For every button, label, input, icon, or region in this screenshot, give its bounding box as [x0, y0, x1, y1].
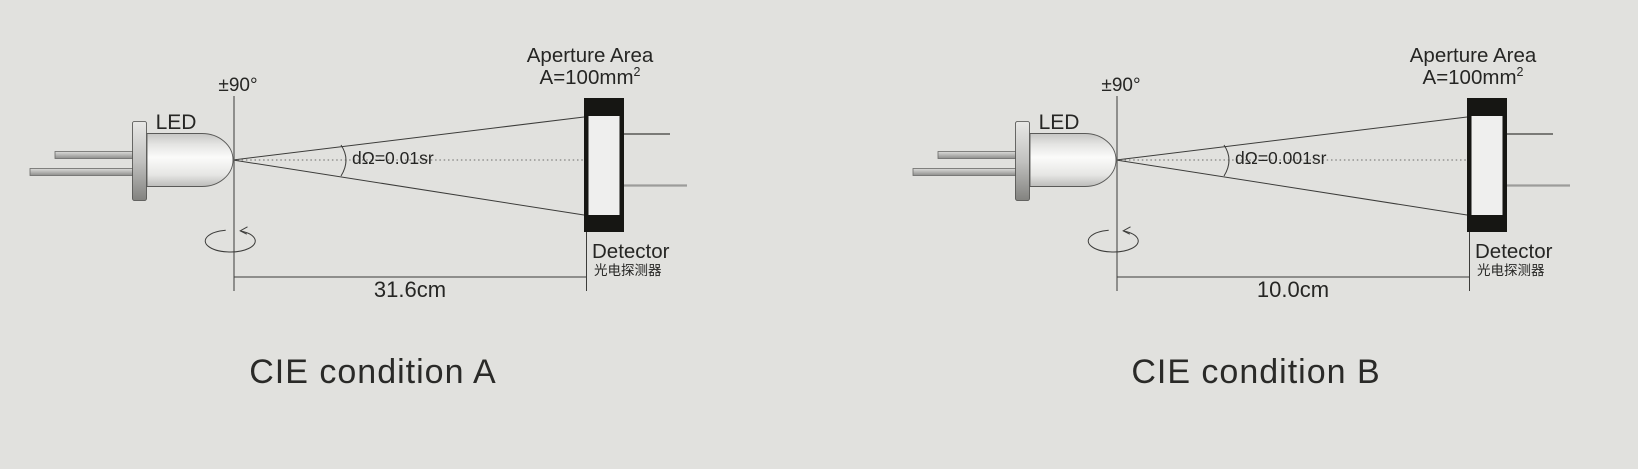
- aperture-area-label-line1: Aperture Area: [527, 44, 654, 67]
- solid-angle-label: dΩ=0.01sr: [352, 148, 434, 168]
- detector-aperture-window: [588, 116, 620, 215]
- diagram-caption: CIE condition B: [1131, 353, 1380, 391]
- rotation-arrow-ellipse: [204, 229, 256, 253]
- led-body: [146, 133, 234, 187]
- cone-lower-line: [1115, 159, 1468, 216]
- cone-lower-line: [232, 159, 585, 216]
- rotation-arrowhead: [1122, 226, 1131, 235]
- detector-aperture-window: [1471, 116, 1503, 215]
- cone-upper-line: [232, 116, 585, 161]
- led-lead-top: [937, 151, 1019, 159]
- distance-label: 10.0cm: [1257, 277, 1329, 302]
- solid-angle-arc: [1223, 144, 1230, 177]
- led-label: LED: [1039, 111, 1080, 134]
- aperture-area-label-line1: Aperture Area: [1410, 44, 1537, 67]
- cone-upper-line: [1115, 116, 1468, 161]
- diagram-caption: CIE condition A: [249, 353, 496, 391]
- aperture-area-value: A=100mm: [1423, 66, 1517, 89]
- detector-label: Detector: [1475, 240, 1553, 263]
- led-lead-bottom: [29, 168, 136, 176]
- angle-label: ±90°: [218, 75, 257, 96]
- detector-label: Detector: [592, 240, 670, 263]
- aperture-area-value: A=100mm: [540, 66, 634, 89]
- led-flange: [1015, 121, 1030, 201]
- solid-angle-label: dΩ=0.001sr: [1235, 148, 1327, 168]
- aperture-area-exponent: 2: [1517, 65, 1524, 79]
- led-flange: [132, 121, 147, 201]
- detector-label-chinese: 光电探测器: [594, 263, 662, 278]
- aperture-area-label-line2: A=100mm2: [1423, 65, 1524, 89]
- rotation-arrow-ellipse: [1087, 229, 1139, 253]
- diagram-a-svg: ±90° LED dΩ=0.01sr Aperture Area A=100mm…: [29, 44, 687, 391]
- diagram-cie-condition-b: ±90° LED dΩ=0.001sr Aperture Area A=100m…: [883, 0, 1638, 469]
- led-lead-top: [54, 151, 136, 159]
- diagram-b-svg: ±90° LED dΩ=0.001sr Aperture Area A=100m…: [912, 44, 1570, 391]
- diagram-cie-condition-a: ±90° LED dΩ=0.01sr Aperture Area A=100mm…: [0, 0, 760, 469]
- led-label: LED: [156, 111, 197, 134]
- led-lead-bottom: [912, 168, 1019, 176]
- distance-label: 31.6cm: [374, 277, 446, 302]
- aperture-area-exponent: 2: [634, 65, 641, 79]
- angle-label: ±90°: [1101, 75, 1140, 96]
- detector-label-chinese: 光电探测器: [1477, 263, 1545, 278]
- solid-angle-arc: [340, 144, 347, 177]
- rotation-arrowhead: [239, 226, 248, 235]
- aperture-area-label-line2: A=100mm2: [540, 65, 641, 89]
- led-body: [1029, 133, 1117, 187]
